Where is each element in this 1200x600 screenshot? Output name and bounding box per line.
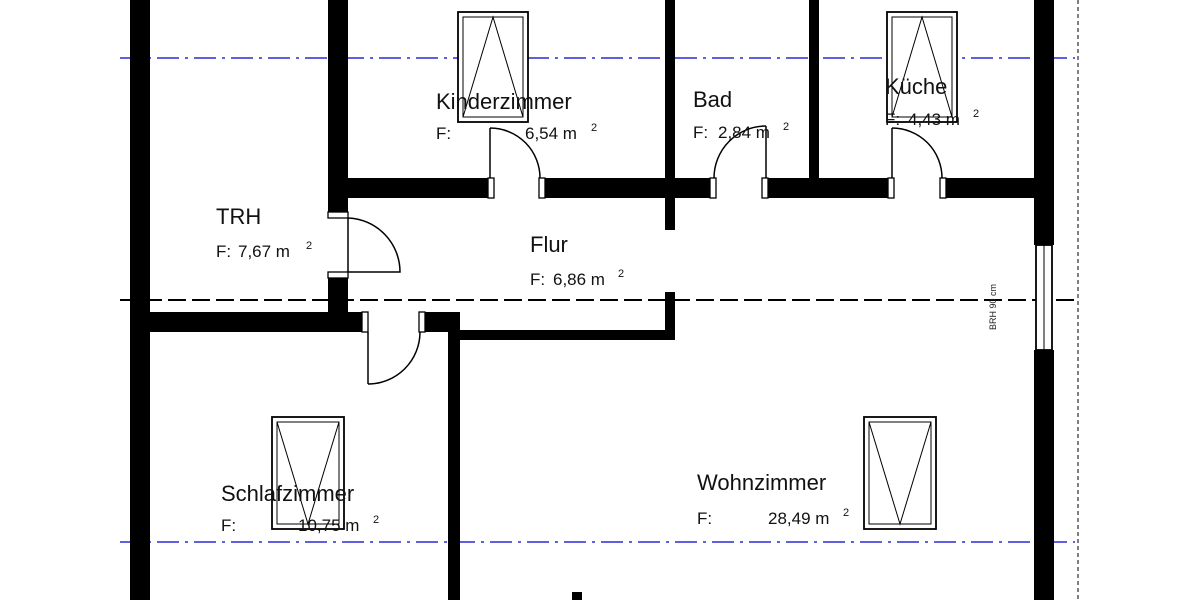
room-area-prefix: F: bbox=[697, 509, 712, 528]
room-label-wohnzimmer: Wohnzimmer F: 28,49 m 2 bbox=[697, 470, 849, 528]
room-name: Wohnzimmer bbox=[697, 470, 826, 495]
room-area-value: 6,54 m bbox=[525, 124, 577, 143]
room-area-exponent: 2 bbox=[618, 268, 624, 280]
room-area-exponent: 2 bbox=[783, 121, 789, 133]
room-area-prefix: F: bbox=[436, 124, 451, 143]
room-area-prefix: F: bbox=[885, 110, 900, 129]
room-area-value: 28,49 m bbox=[768, 509, 829, 528]
door-jambs bbox=[327, 177, 947, 333]
room-name: Schlafzimmer bbox=[221, 481, 354, 506]
room-name: Küche bbox=[885, 74, 947, 99]
room-label-kinderzimmer: Kinderzimmer F: 6,54 m 2 bbox=[436, 89, 597, 143]
room-name: Flur bbox=[530, 232, 568, 257]
window-wohnzimmer bbox=[863, 416, 937, 530]
room-label-trh: TRH F: 7,67 m 2 bbox=[216, 204, 312, 261]
room-area-exponent: 2 bbox=[306, 240, 312, 252]
room-area-prefix: F: bbox=[530, 270, 545, 289]
room-label-schlafzimmer: Schlafzimmer F: 10,75 m 2 bbox=[221, 481, 379, 535]
window-schlafzimmer bbox=[271, 416, 345, 530]
room-area-prefix: F: bbox=[693, 123, 708, 142]
room-area-value: 7,67 m bbox=[238, 242, 290, 261]
window-kueche bbox=[886, 11, 958, 123]
room-area-value: 2,84 m bbox=[718, 123, 770, 142]
brh-note: BRH 90 cm bbox=[988, 284, 998, 330]
room-area-exponent: 2 bbox=[973, 108, 979, 120]
room-name: Kinderzimmer bbox=[436, 89, 572, 114]
walls bbox=[130, 0, 1054, 600]
room-area-value: 6,86 m bbox=[553, 270, 605, 289]
room-name: Bad bbox=[693, 87, 732, 112]
room-area-exponent: 2 bbox=[373, 514, 379, 526]
room-label-flur: Flur F: 6,86 m 2 bbox=[530, 232, 624, 289]
room-area-exponent: 2 bbox=[591, 122, 597, 134]
room-area-prefix: F: bbox=[216, 242, 231, 261]
room-area-exponent: 2 bbox=[843, 507, 849, 519]
window-kinderzimmer bbox=[457, 11, 529, 123]
room-area-value: 10,75 m bbox=[298, 516, 359, 535]
window-east-wall bbox=[1035, 244, 1053, 351]
room-area-value: 4,43 m bbox=[908, 110, 960, 129]
room-label-bad: Bad F: 2,84 m 2 bbox=[693, 87, 789, 142]
room-name: TRH bbox=[216, 204, 261, 229]
room-area-prefix: F: bbox=[221, 516, 236, 535]
room-label-kueche: Küche F: 4,43 m 2 bbox=[885, 74, 979, 129]
door-swings bbox=[347, 125, 943, 385]
